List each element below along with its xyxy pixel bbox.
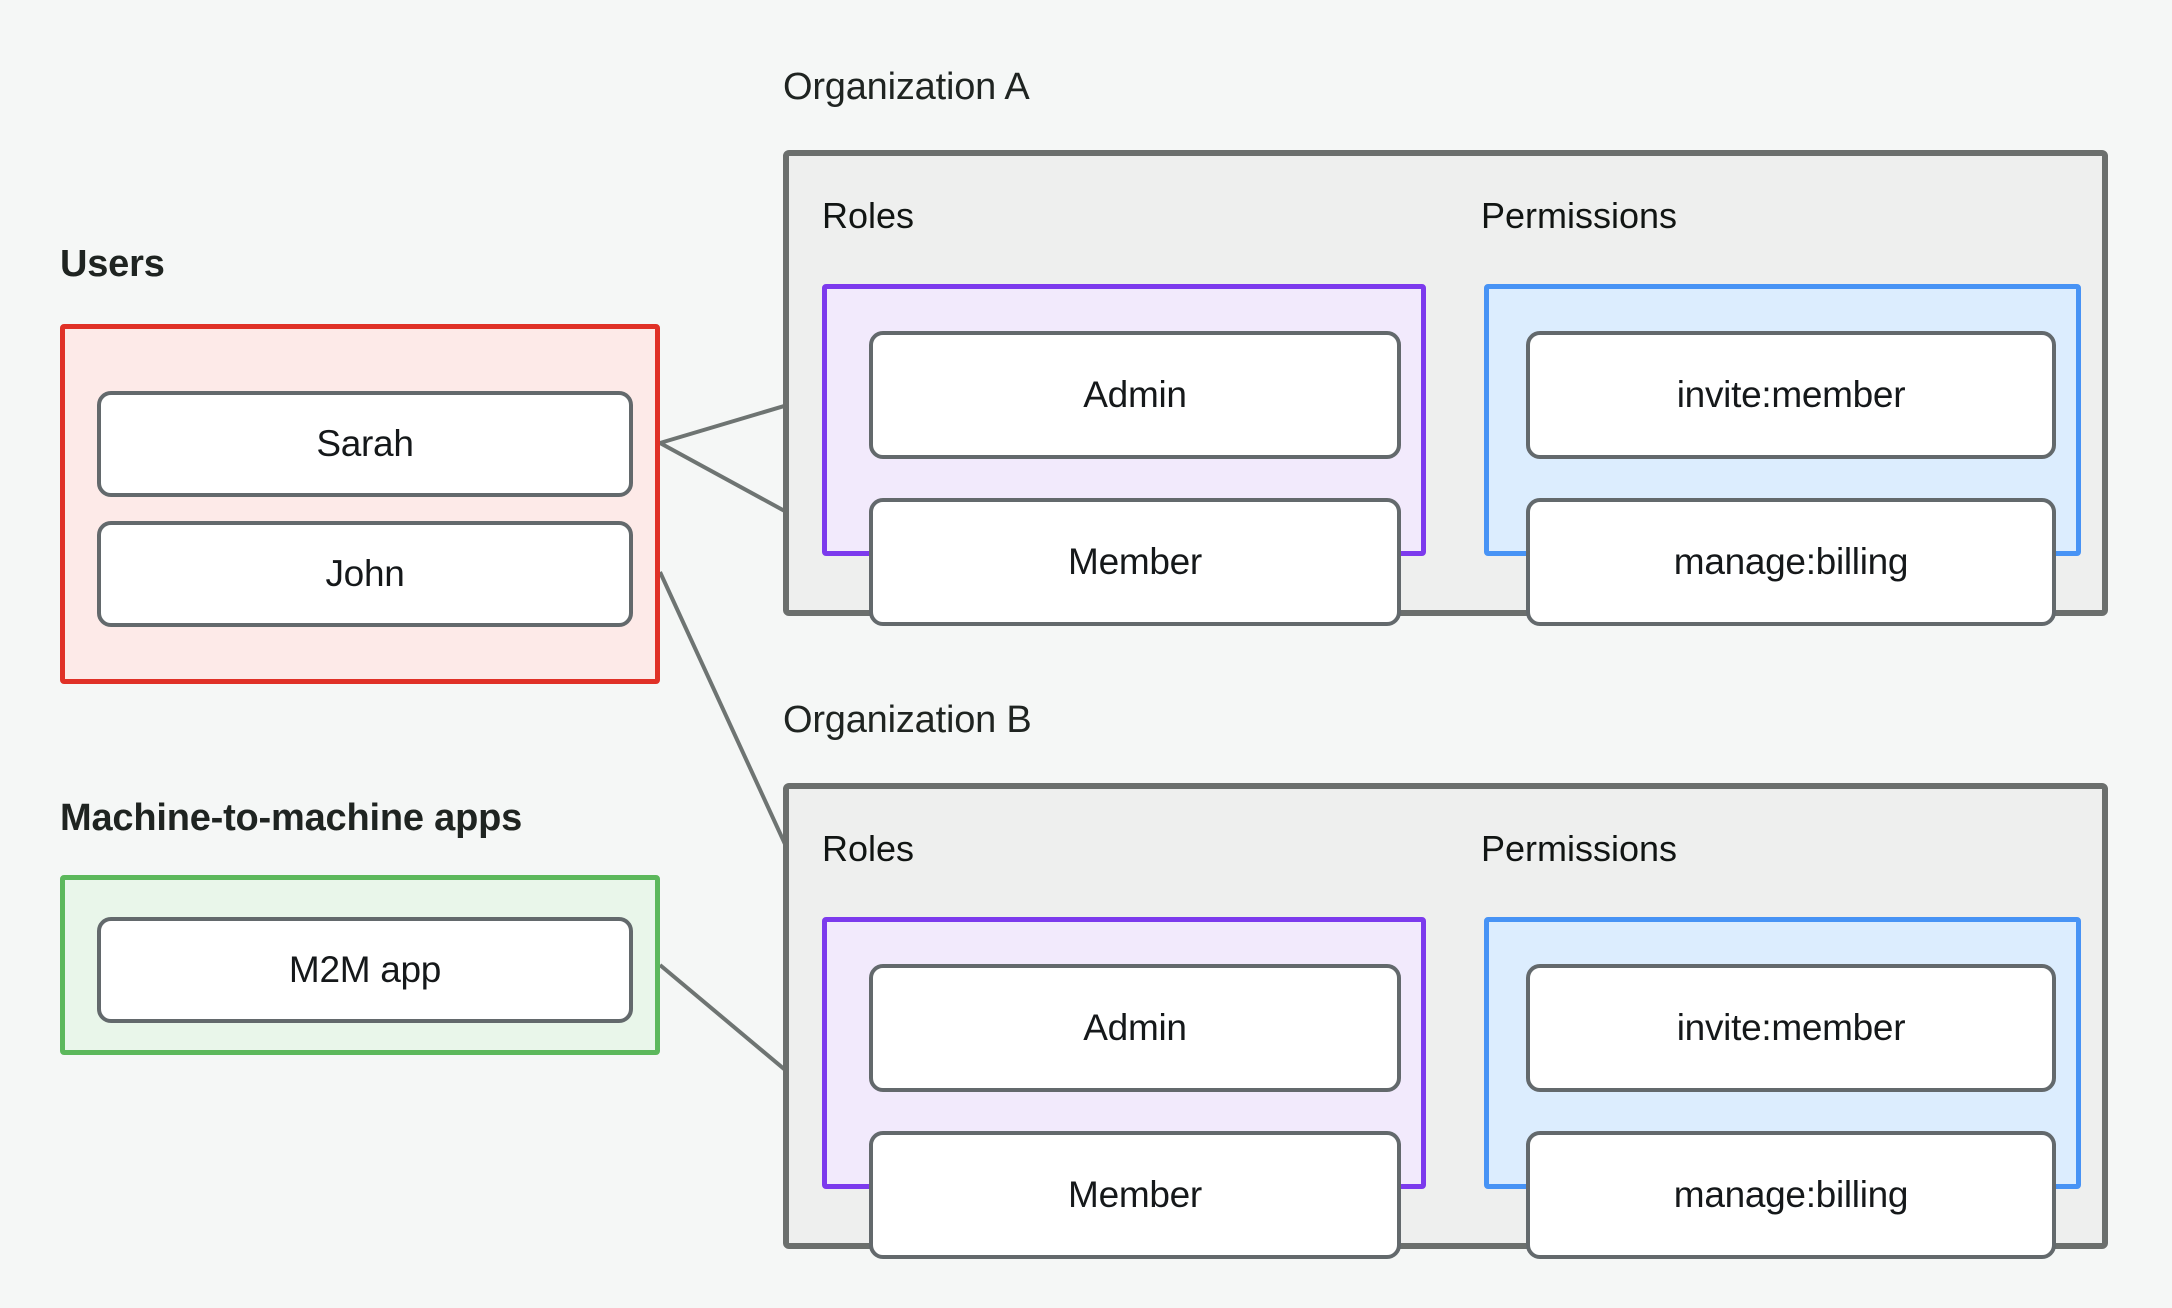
organization-a-roles-caption: Roles: [822, 195, 915, 236]
organization-a-group: Roles Permissions Admin Member invite:me…: [783, 150, 2108, 626]
organization-a-permissions-caption: Permissions: [1481, 195, 1678, 236]
organization-a-roles-box: Admin Member: [822, 284, 1426, 626]
node-label: Sarah: [316, 423, 414, 464]
node-m2m-app[interactable]: M2M app: [97, 917, 633, 1023]
m2m-group: M2M app: [60, 875, 660, 1055]
organization-b-group: Roles Permissions Admin Member invite:me…: [783, 783, 2108, 1259]
node-orgA-role-member[interactable]: Member: [869, 498, 1401, 626]
organization-b-permissions-box: invite:member manage:billing: [1484, 917, 2081, 1259]
node-label: M2M app: [288, 949, 442, 990]
users-group: Sarah John: [60, 324, 660, 684]
node-user-john[interactable]: John: [97, 521, 633, 627]
m2m-caption: Machine-to-machine apps: [60, 797, 523, 839]
node-label: invite:member: [1676, 374, 1906, 415]
organization-b-caption: Organization B: [783, 699, 1032, 741]
node-orgB-permission-invite-member[interactable]: invite:member: [1526, 964, 2056, 1092]
node-orgA-permission-invite-member[interactable]: invite:member: [1526, 331, 2056, 459]
node-orgA-permission-manage-billing[interactable]: manage:billing: [1526, 498, 2056, 626]
organization-a-caption: Organization A: [783, 66, 1030, 108]
node-orgB-permission-manage-billing[interactable]: manage:billing: [1526, 1131, 2056, 1259]
node-label: Member: [1068, 1174, 1202, 1215]
users-caption: Users: [60, 243, 165, 285]
node-label: John: [325, 553, 405, 594]
organization-b-roles-box: Admin Member: [822, 917, 1426, 1259]
node-orgB-role-admin[interactable]: Admin: [869, 964, 1401, 1092]
node-label: Admin: [1083, 374, 1187, 415]
organization-a-permissions-box: invite:member manage:billing: [1484, 284, 2081, 626]
node-user-sarah[interactable]: Sarah: [97, 391, 633, 497]
node-label: manage:billing: [1673, 1174, 1909, 1215]
node-label: Member: [1068, 541, 1202, 582]
organization-b-roles-caption: Roles: [822, 828, 915, 869]
organization-b-permissions-caption: Permissions: [1481, 828, 1678, 869]
node-label: Admin: [1083, 1007, 1187, 1048]
node-label: manage:billing: [1673, 541, 1909, 582]
node-orgA-role-admin[interactable]: Admin: [869, 331, 1401, 459]
node-label: invite:member: [1676, 1007, 1906, 1048]
node-orgB-role-member[interactable]: Member: [869, 1131, 1401, 1259]
